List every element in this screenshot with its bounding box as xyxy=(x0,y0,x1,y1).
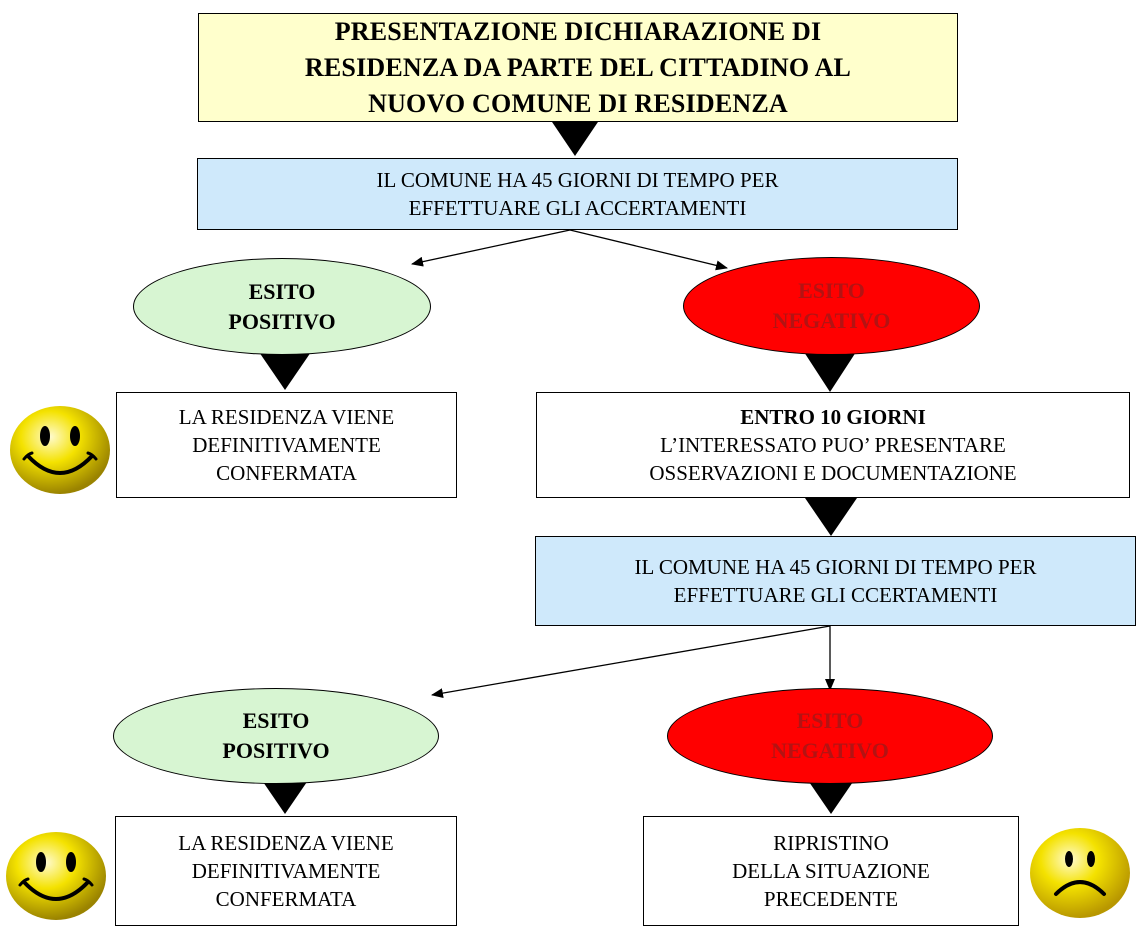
observations-line-2: OSSERVAZIONI E DOCUMENTAZIONE xyxy=(649,461,1017,485)
negative-outcome-1: ESITO NEGATIVO xyxy=(683,257,980,355)
verification-box-2: IL COMUNE HA 45 GIORNI DI TEMPO PER EFFE… xyxy=(535,536,1136,626)
down-arrow-5 xyxy=(259,776,311,814)
arrow-to-negative-1 xyxy=(569,229,728,271)
sad-smiley-icon xyxy=(1030,828,1130,918)
title-line-2: RESIDENZA DA PARTE DEL CITTADINO AL xyxy=(304,52,852,82)
negative-1-line-1: ESITO xyxy=(798,278,865,303)
confirmed-2-line-1: LA RESIDENZA VIENE xyxy=(178,831,394,855)
down-arrow-3 xyxy=(804,352,856,392)
verification-1-line-1: IL COMUNE HA 45 GIORNI DI TEMPO PER xyxy=(376,168,779,192)
residence-confirmed-box-1: LA RESIDENZA VIENE DEFINITIVAMENTE CONFE… xyxy=(116,392,457,498)
negative-outcome-2: ESITO NEGATIVO xyxy=(667,688,993,784)
arrow-to-positive-1 xyxy=(411,229,571,267)
confirmed-2-line-2: DEFINITIVAMENTE xyxy=(191,859,381,883)
positive-outcome-2: ESITO POSITIVO xyxy=(113,688,439,784)
positive-outcome-1: ESITO POSITIVO xyxy=(133,258,431,355)
positive-1-line-1: ESITO xyxy=(248,278,316,304)
positive-2-line-2: POSITIVO xyxy=(222,738,330,763)
confirmed-1-line-3: CONFERMATA xyxy=(216,461,357,485)
restore-line-2: DELLA SITUAZIONE xyxy=(732,859,930,883)
restore-previous-situation-box: RIPRISTINO DELLA SITUAZIONE PRECEDENTE xyxy=(643,816,1019,926)
arrow-to-positive-2 xyxy=(431,625,831,699)
happy-smiley-icon xyxy=(10,406,110,494)
observations-heading: ENTRO 10 GIORNI xyxy=(740,405,926,429)
down-arrow-4 xyxy=(805,498,857,536)
down-arrow-6 xyxy=(805,776,857,814)
title-line-1: PRESENTAZIONE DICHIARAZIONE DI xyxy=(334,16,822,46)
restore-line-1: RIPRISTINO xyxy=(773,831,889,855)
negative-2-line-1: ESITO xyxy=(796,708,864,733)
verification-2-line-1: IL COMUNE HA 45 GIORNI DI TEMPO PER xyxy=(634,555,1037,579)
confirmed-2-line-3: CONFERMATA xyxy=(215,887,357,911)
down-arrow-2 xyxy=(259,352,311,390)
happy-smiley-icon-2 xyxy=(6,832,106,920)
title-box: PRESENTAZIONE DICHIARAZIONE DI RESIDENZA… xyxy=(198,13,958,122)
title-line-3: NUOVO COMUNE DI RESIDENZA xyxy=(368,88,788,118)
observations-line-1: L’INTERESSATO PUO’ PRESENTARE xyxy=(660,433,1006,457)
observations-box: ENTRO 10 GIORNI L’INTERESSATO PUO’ PRESE… xyxy=(536,392,1130,498)
verification-1-line-2: EFFETTUARE GLI ACCERTAMENTI xyxy=(408,196,747,220)
positive-1-line-2: POSITIVO xyxy=(228,308,336,334)
confirmed-1-line-1: LA RESIDENZA VIENE xyxy=(178,405,395,429)
verification-2-line-2: EFFETTUARE GLI CCERTAMENTI xyxy=(673,583,998,607)
negative-1-line-2: NEGATIVO xyxy=(772,308,891,333)
down-arrow-1 xyxy=(548,116,602,156)
positive-2-line-1: ESITO xyxy=(242,708,310,733)
negative-2-line-2: NEGATIVO xyxy=(771,738,889,763)
restore-line-3: PRECEDENTE xyxy=(763,887,899,911)
verification-box-1: IL COMUNE HA 45 GIORNI DI TEMPO PER EFFE… xyxy=(197,158,958,230)
residence-confirmed-box-2: LA RESIDENZA VIENE DEFINITIVAMENTE CONFE… xyxy=(115,816,457,926)
confirmed-1-line-2: DEFINITIVAMENTE xyxy=(192,433,381,457)
